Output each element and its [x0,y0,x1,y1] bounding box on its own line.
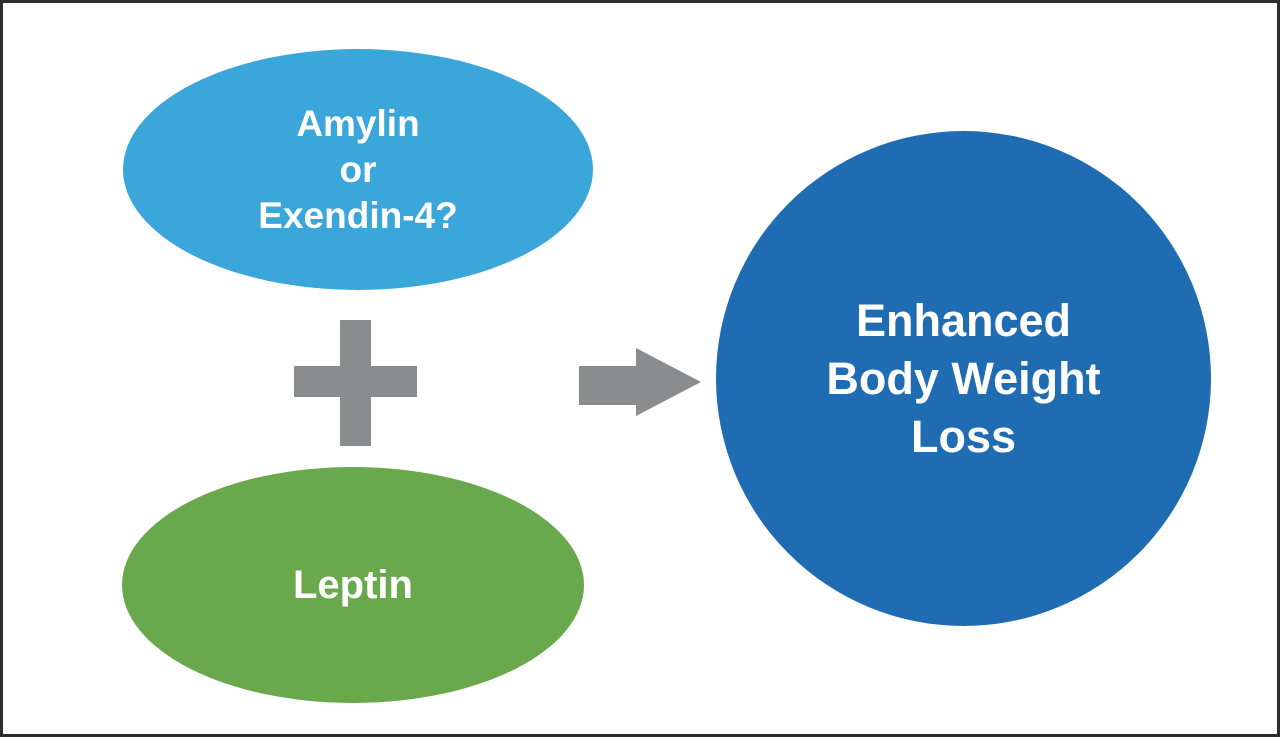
amylin-exendin-ellipse: Amylin or Exendin-4? [123,49,593,290]
plus-icon-horizontal-bar [294,366,417,397]
leptin-label: Leptin [293,563,413,607]
plus-icon [294,320,417,446]
outcome-circle: Enhanced Body Weight Loss [716,131,1211,626]
arrow-head [636,348,701,416]
outcome-label: Enhanced Body Weight Loss [826,294,1101,462]
arrow-right-icon [579,348,701,416]
arrow-shaft [579,366,636,405]
amylin-exendin-label: Amylin or Exendin-4? [258,102,458,236]
leptin-ellipse: Leptin [122,467,584,703]
